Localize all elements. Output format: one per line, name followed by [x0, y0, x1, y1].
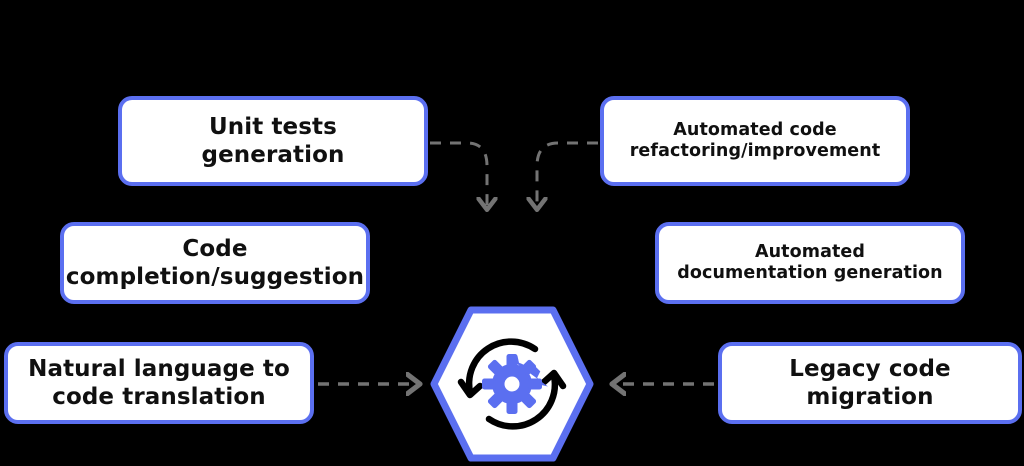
node-unit-tests-generation[interactable]: Unit tests generation — [118, 96, 428, 186]
node-code-completion-suggestion[interactable]: Code completion/suggestion — [60, 222, 370, 304]
node-label: Code completion/suggestion — [65, 235, 365, 290]
gear-icon — [482, 354, 548, 414]
connector-refactoring-to-hub — [537, 141, 598, 208]
node-legacy-code-migration[interactable]: Legacy code migration — [718, 342, 1022, 424]
cycle-arrows-icon — [465, 338, 559, 430]
node-natural-language-to-code-translation[interactable]: Natural language to code translation — [4, 342, 314, 424]
node-automated-documentation-generation[interactable]: Automated documentation generation — [655, 222, 965, 304]
hub-hexagon[interactable] — [430, 306, 594, 462]
node-automated-code-refactoring[interactable]: Automated code refactoring/improvement — [600, 96, 910, 186]
connector-unit-tests-to-hub — [430, 141, 487, 208]
node-label: Natural language to code translation — [28, 355, 290, 410]
node-label: Automated code refactoring/improvement — [629, 119, 881, 161]
node-label: Automated documentation generation — [677, 241, 943, 283]
cycle-arrowhead-left — [457, 378, 484, 399]
node-label: Legacy code migration — [789, 355, 951, 410]
node-label: Unit tests generation — [201, 113, 345, 168]
cycle-arrowhead-right — [540, 369, 567, 390]
